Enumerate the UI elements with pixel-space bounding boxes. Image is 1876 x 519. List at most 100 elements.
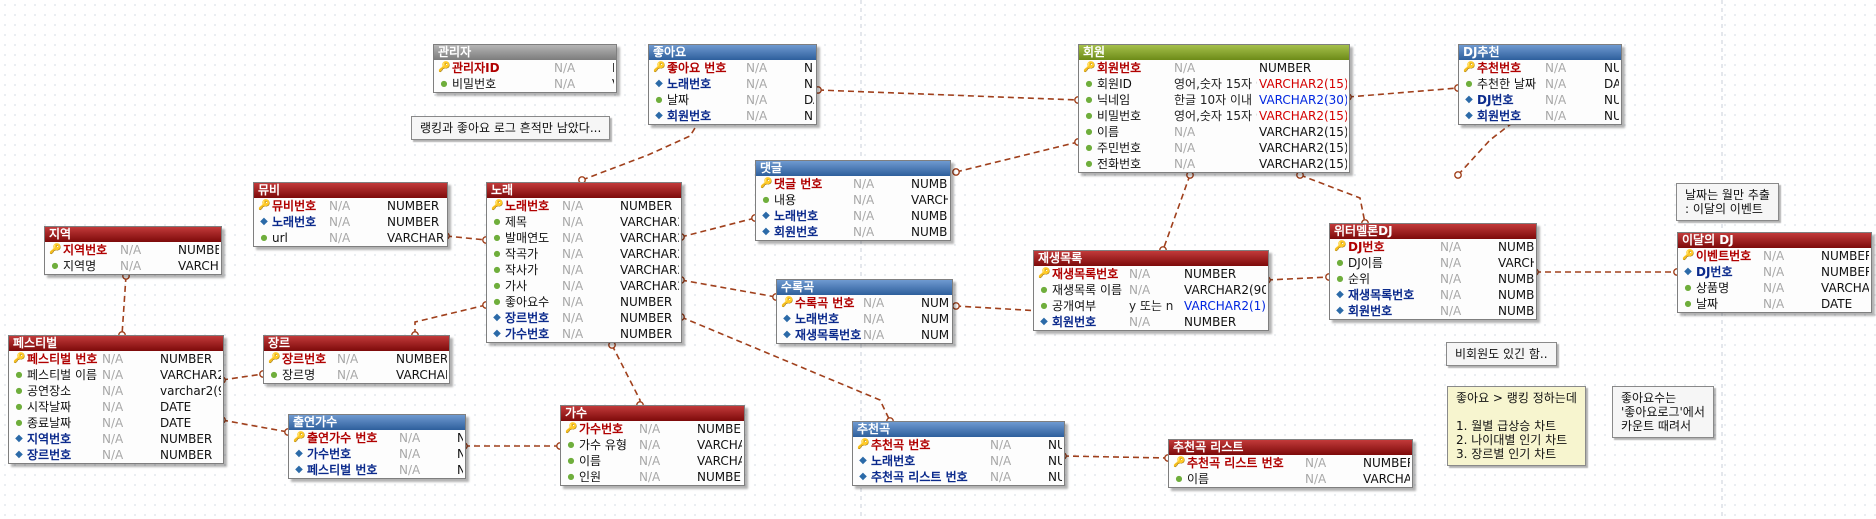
relationship-line[interactable]	[1299, 174, 1366, 224]
relationship-line[interactable]	[221, 373, 264, 381]
table-performer[interactable]: 출연가수🔑출연가수 번호N/ANUMBER◆가수번호N/ANUMBER◆페스티벌…	[288, 414, 466, 479]
relationship-line[interactable]	[955, 305, 1042, 312]
relationship-line[interactable]	[1062, 455, 1169, 459]
relationship-line[interactable]	[680, 279, 777, 298]
relationship-line[interactable]	[955, 141, 1079, 173]
relationship-line[interactable]	[414, 304, 487, 335]
table-waitingdj[interactable]: 위터멜론DJ🔑DJ번호N/ANUMBER●DJ이름N/AVARCHAR2(30)…	[1329, 223, 1537, 320]
table-comment[interactable]: 댓글🔑댓글 번호N/ANUMBER●내용N/AVARCHAR2(300)◆노래번…	[755, 160, 951, 241]
table-like[interactable]: 좋아요🔑좋아요 번호N/ANUMBER◆노래번호N/ANUMBER●날짜N/AD…	[648, 44, 817, 125]
relationship-line[interactable]	[680, 316, 891, 422]
table-reclist[interactable]: 추천곡 리스트🔑추천곡 리스트 번호N/ANUMBER●이름N/AVARCHAR…	[1168, 439, 1413, 488]
table-song[interactable]: 노래🔑노래번호N/ANUMBER●제목N/AVARCHAR2(150)●발매연도…	[486, 182, 682, 343]
note-like-ranking[interactable]: 좋아요 > 랭킹 정하는데 1. 월별 급상승 차트 2. 나이대별 인기 차트…	[1447, 386, 1586, 466]
note-like-count[interactable]: 좋아요수는 '좋아요로그'에서 카운트 때려서	[1612, 386, 1714, 438]
relationship-line[interactable]	[581, 119, 701, 181]
note-nonmember[interactable]: 비회원도 있긴 함..	[1446, 342, 1557, 366]
relationship-line[interactable]	[680, 217, 756, 238]
relationship-line[interactable]	[221, 419, 289, 433]
note-date-extract[interactable]: 날짜는 월만 추출 : 이달의 이벤트	[1676, 183, 1779, 221]
relationship-line[interactable]	[817, 89, 1079, 101]
relationship-line[interactable]	[445, 235, 487, 241]
relationship-line[interactable]	[1457, 119, 1517, 176]
relationship-line[interactable]	[1347, 87, 1459, 98]
note-ranking-log[interactable]: 랭킹과 좋아요 로그 흔적만 남았다...	[411, 116, 611, 140]
relationship-line[interactable]	[121, 275, 127, 336]
relationship-line[interactable]	[1162, 174, 1191, 251]
